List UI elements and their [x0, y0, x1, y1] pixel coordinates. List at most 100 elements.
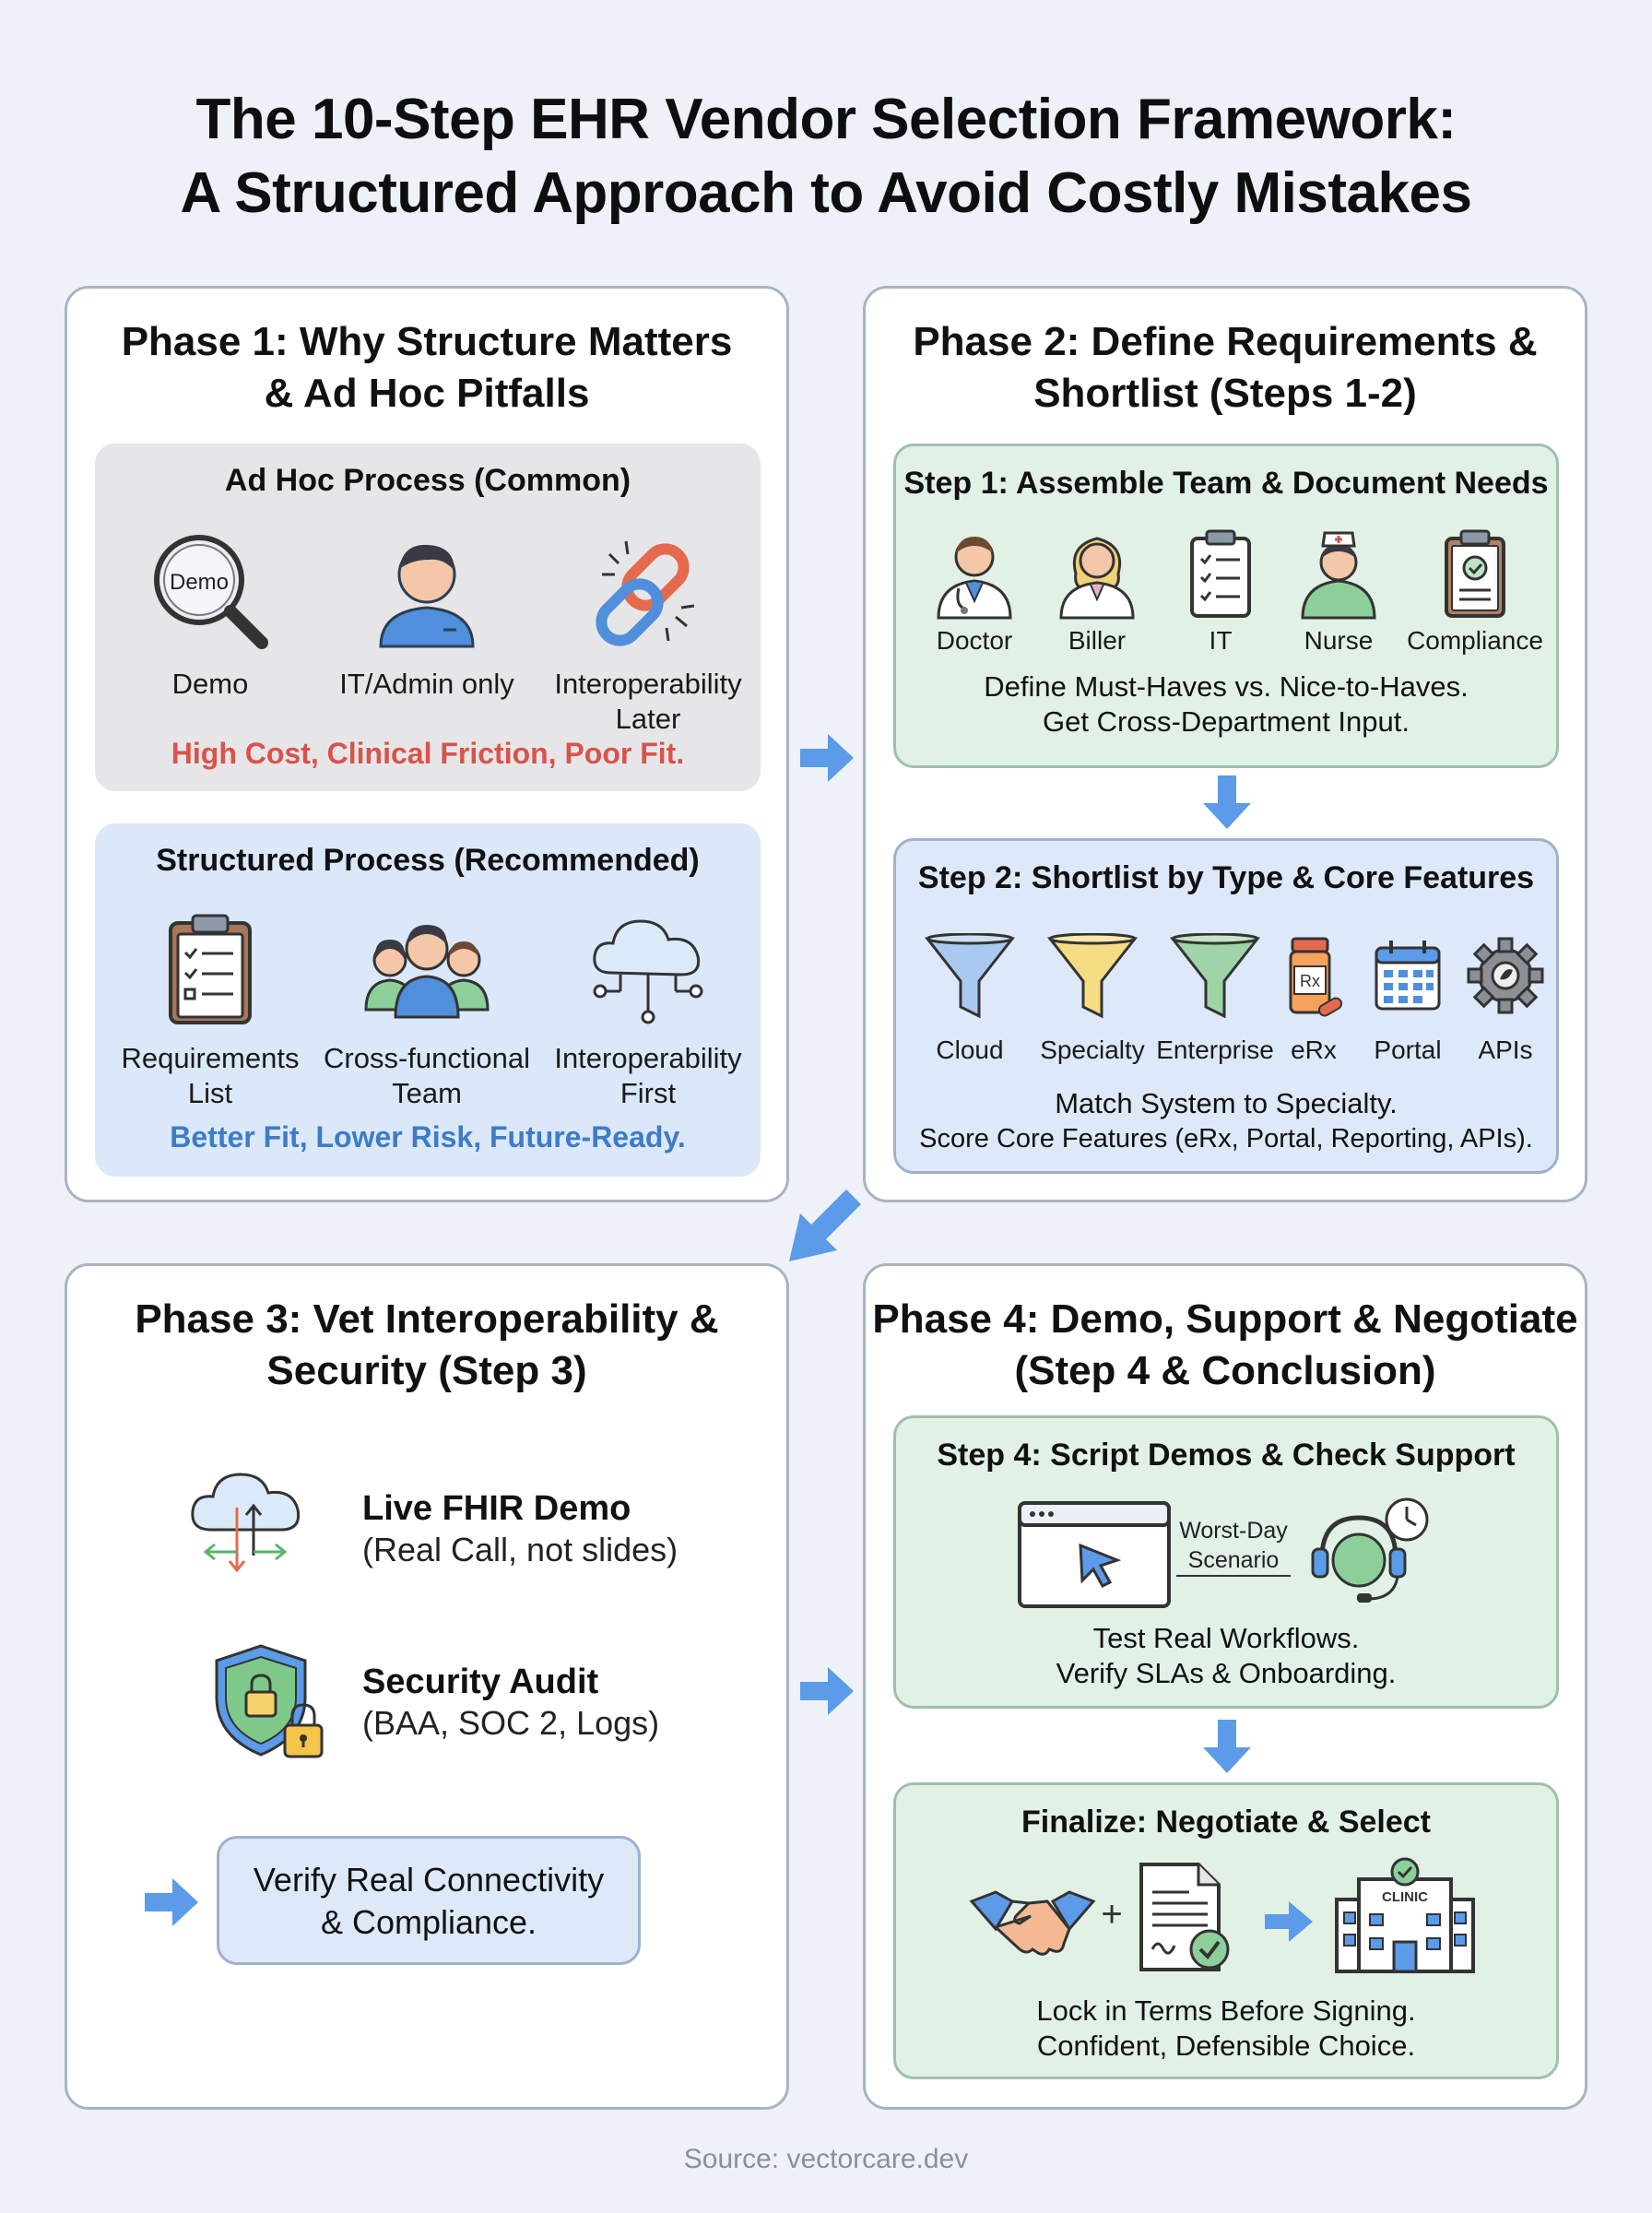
clinic-building-icon: CLINIC: [1335, 1857, 1475, 1973]
browser-window-icon: [1018, 1501, 1171, 1608]
arrow-right-icon: [800, 1667, 854, 1715]
security-audit-text: Security Audit (BAA, SOC 2, Logs): [362, 1661, 768, 1744]
step-4-description: Test Real Workflows. Verify SLAs & Onboa…: [896, 1621, 1556, 1691]
team-member-doctor-label: Doctor: [936, 626, 1013, 655]
phase-4-panel: Phase 4: Demo, Support & Negotiate (Step…: [863, 1263, 1587, 2110]
adhoc-item-it-admin: IT/Admin only: [316, 527, 537, 702]
phase-3-title-line-1: Phase 3: Vet Interoperability &: [135, 1296, 719, 1342]
structured-label-requirements: Requirements List: [121, 1042, 300, 1109]
team-icon: [364, 925, 490, 1019]
adhoc-warning-note: High Cost, Clinical Friction, Poor Fit.: [171, 737, 685, 770]
adhoc-item-interop-later: Interoperability Later: [537, 527, 759, 737]
phase-3-panel: Phase 3: Vet Interoperability & Security…: [65, 1263, 789, 2110]
finalize-desc-line-2: Confident, Defensible Choice.: [1036, 2030, 1416, 2062]
shortlist-cloud: Cloud: [914, 933, 1025, 1066]
structured-benefit-note: Better Fit, Lower Risk, Future-Ready.: [170, 1120, 686, 1154]
funnel-green-icon: [1169, 933, 1261, 1019]
phase-1-title-line-1: Phase 1: Why Structure Matters: [121, 319, 733, 364]
adhoc-label-demo: Demo: [171, 668, 249, 700]
finalize-box: Finalize: Negotiate & Select + CLINIC: [893, 1782, 1559, 2079]
demo-icon-text: Demo: [170, 570, 229, 595]
step-1-desc-line-1: Define Must-Haves vs. Nice-to-Haves.: [984, 670, 1469, 703]
magnifier-icon: Demo: [154, 535, 268, 649]
arrow-right-icon: [800, 734, 854, 782]
structured-label-interop-first: Interoperability First: [554, 1042, 742, 1109]
structured-label-team: Cross-functional Team: [324, 1042, 530, 1109]
person-icon: [379, 544, 475, 648]
adhoc-process-box: Ad Hoc Process (Common) Demo Demo IT/Adm…: [95, 444, 761, 791]
shortlist-apis-label: APIs: [1478, 1035, 1533, 1064]
team-member-compliance: Compliance: [1401, 527, 1549, 657]
shortlist-enterprise-label: Enterprise: [1156, 1035, 1274, 1064]
step-1-description: Define Must-Haves vs. Nice-to-Haves. Get…: [896, 669, 1556, 740]
step-4-title: Step 4: Script Demos & Check Support: [937, 1438, 1516, 1473]
step-4-desc-line-1: Test Real Workflows.: [1092, 1622, 1360, 1654]
step-4-desc-line-2: Verify SLAs & Onboarding.: [1056, 1657, 1397, 1689]
gear-icon: [1467, 937, 1544, 1014]
step-1-box: Step 1: Assemble Team & Document Needs D…: [893, 444, 1559, 768]
biller-icon: [1059, 537, 1135, 620]
step-2-desc-line-1: Match System to Specialty.: [1055, 1087, 1398, 1119]
shortlist-apis: APIs: [1455, 933, 1556, 1066]
phase-4-title-line-1: Phase 4: Demo, Support & Negotiate: [872, 1296, 1578, 1342]
phase-4-title: Phase 4: Demo, Support & Negotiate (Step…: [866, 1294, 1585, 1397]
title-line-2: A Structured Approach to Avoid Costly Mi…: [180, 161, 1472, 225]
structured-process-box: Structured Process (Recommended) Require…: [95, 823, 761, 1177]
step-4-box: Step 4: Script Demos & Check Support Wor…: [893, 1415, 1559, 1709]
support-headset-icon: [1311, 1497, 1429, 1603]
shield-lock-icon: [215, 1644, 324, 1758]
fhir-demo-sub: (Real Call, not slides): [362, 1531, 678, 1568]
security-audit-title: Security Audit: [362, 1663, 599, 1701]
verify-text: Verify Real Connectivity & Compliance.: [219, 1859, 638, 1944]
title-line-1: The 10-Step EHR Vendor Selection Framewo…: [195, 88, 1457, 151]
step-2-desc-line-2: Score Core Features (eRx, Portal, Report…: [919, 1124, 1533, 1154]
shortlist-enterprise: Enterprise: [1150, 933, 1280, 1066]
nurse-icon: [1301, 531, 1376, 620]
team-member-compliance-label: Compliance: [1407, 626, 1543, 655]
security-audit-sub: (BAA, SOC 2, Logs): [362, 1704, 660, 1742]
shortlist-cloud-label: Cloud: [936, 1035, 1004, 1064]
verify-line-1: Verify Real Connectivity: [253, 1861, 605, 1899]
clinic-sign-text: CLINIC: [1382, 1889, 1428, 1905]
calendar-icon: [1375, 941, 1441, 1011]
phase-3-title: Phase 3: Vet Interoperability & Security…: [67, 1294, 786, 1397]
phase-4-title-line-2: (Step 4 & Conclusion): [1014, 1348, 1436, 1393]
arrow-right-icon: [1265, 1901, 1313, 1942]
funnel-blue-icon: [924, 933, 1016, 1019]
team-member-nurse: Nurse: [1274, 527, 1403, 657]
page-title: The 10-Step EHR Vendor Selection Framewo…: [0, 83, 1652, 231]
structured-item-team: Cross-functional Team: [316, 908, 537, 1111]
arrow-diagonal-icon: [789, 1189, 861, 1261]
arrow-right-icon: [145, 1878, 198, 1926]
rx-icon-text: Rx: [1300, 972, 1320, 990]
broken-link-icon: [596, 540, 695, 646]
phase-1-title: Phase 1: Why Structure Matters & Ad Hoc …: [67, 316, 786, 420]
adhoc-label-it-admin: IT/Admin only: [339, 668, 514, 700]
source-credit: Source: vectorcare.dev: [683, 2144, 969, 2174]
team-member-doctor: Doctor: [910, 527, 1039, 657]
structured-item-requirements: Requirements List: [104, 908, 316, 1111]
finalize-description: Lock in Terms Before Signing. Confident,…: [896, 1994, 1556, 2064]
adhoc-label-interop-later: Interoperability Later: [554, 668, 742, 735]
worst-day-scenario-label: Worst-Day Scenario: [1169, 1516, 1298, 1577]
scenario-line-1: Worst-Day: [1179, 1518, 1288, 1544]
verify-line-2: & Compliance.: [320, 1903, 537, 1941]
phase-3-title-line-2: Security (Step 3): [266, 1348, 587, 1393]
arrow-down-icon: [1203, 775, 1251, 829]
adhoc-process-title: Ad Hoc Process (Common): [224, 463, 631, 498]
team-member-it: IT: [1156, 527, 1285, 657]
scenario-line-2: Scenario: [1187, 1547, 1280, 1573]
step-2-box: Step 2: Shortlist by Type & Core Feature…: [893, 838, 1559, 1174]
phase-1-panel: Phase 1: Why Structure Matters & Ad Hoc …: [65, 286, 789, 1202]
phase-2-title-line-1: Phase 2: Define Requirements &: [913, 319, 1538, 364]
handshake-icon: [969, 1890, 1096, 1956]
compliance-clipboard-icon: [1445, 529, 1505, 618]
phase-2-title: Phase 2: Define Requirements & Shortlist…: [866, 316, 1585, 420]
cloud-sync-icon: [191, 1473, 301, 1573]
shortlist-portal: Portal: [1357, 933, 1458, 1066]
step-1-desc-line-2: Get Cross-Department Input.: [1043, 705, 1410, 738]
step-2-title: Step 2: Shortlist by Type & Core Feature…: [917, 860, 1535, 895]
shortlist-erx-label: eRx: [1291, 1035, 1337, 1064]
phase-2-title-line-2: Shortlist (Steps 1-2): [1033, 371, 1417, 416]
fhir-demo-title: Live FHIR Demo: [362, 1489, 631, 1528]
